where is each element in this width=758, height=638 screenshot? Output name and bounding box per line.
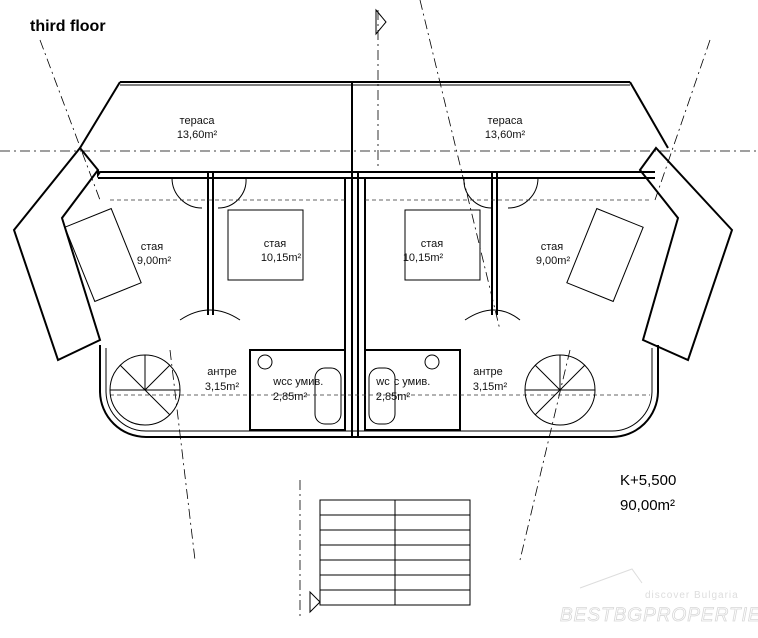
room-name: антре [473,366,502,378]
room-area: 3,15m² [473,381,508,393]
room-name: тераса [488,115,524,127]
room-name-2: с умив. [287,376,324,388]
room-name-2: с умив. [394,376,431,388]
watermark-logo: discover Bulgaria BESTBGPROPERTIES [560,568,758,626]
room-area: 9,00m² [536,255,571,267]
stair [319,499,471,606]
spiral-stair-left [109,354,181,426]
room-name: стая [264,238,287,250]
spiral-stair-right [524,354,596,426]
watermark-brand: BESTBGPROPERTIES [560,605,758,626]
room-name: тераса [180,115,216,127]
level-mark: K+5,500 [620,472,676,489]
room-area: 13,60m² [177,129,218,141]
main-body [64,170,659,438]
room-name: стая [541,241,564,253]
watermark-tagline: discover Bulgaria [645,590,739,601]
room-area: 2,85m² [376,391,411,403]
axis-marker-icon [309,590,321,614]
room-name: wc [272,376,287,388]
room-area: 13,60m² [485,129,526,141]
room-name: wc [375,376,390,388]
room-area: 10,15m² [261,252,302,264]
room-area: 10,15m² [403,252,444,264]
room-name: стая [421,238,444,250]
room-area: 2,85m² [273,391,308,403]
total-area: 90,00m² [620,497,675,514]
axis-lines [0,0,758,620]
axis-marker-icon [375,8,387,36]
room-area: 3,15m² [205,381,240,393]
left-wing [12,146,102,362]
room-name: антре [207,366,236,378]
right-wing [638,146,734,362]
terrace [79,81,669,172]
room-name: стая [141,241,164,253]
floor-title: third floor [30,18,106,35]
room-area: 9,00m² [137,255,172,267]
